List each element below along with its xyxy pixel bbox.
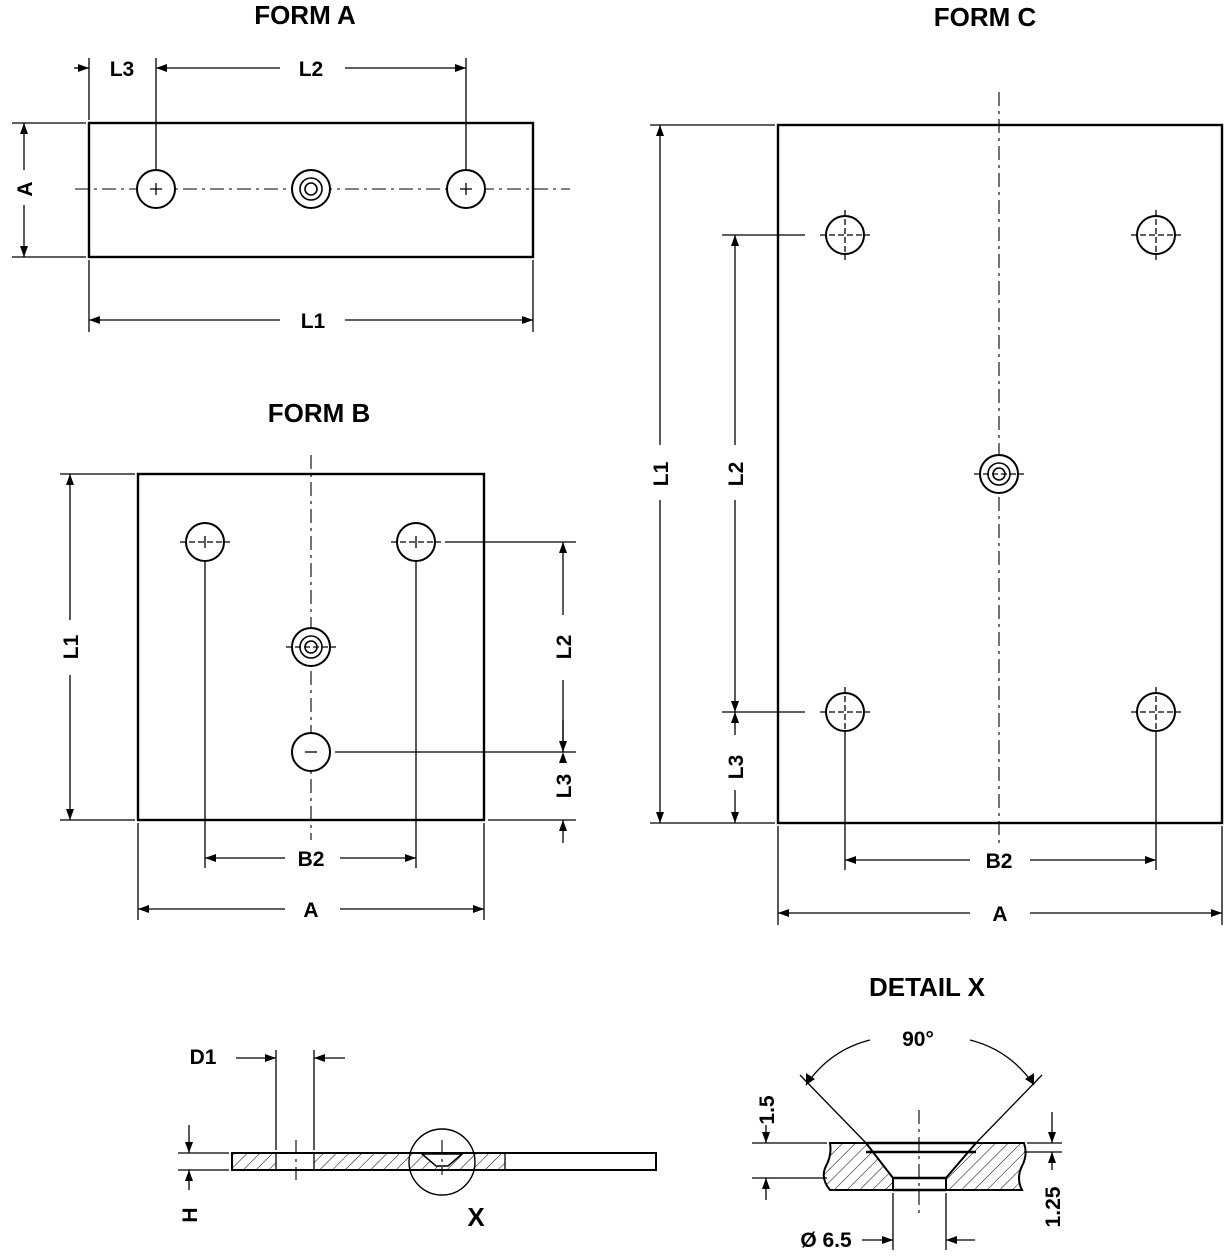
detail-x-marker-circle xyxy=(408,1128,476,1196)
form-a-hole-right xyxy=(446,169,486,209)
section-label-h: H xyxy=(179,1207,202,1222)
form-c-hole-bottom-left xyxy=(820,687,870,737)
form-c-dim-l1: L1 xyxy=(650,124,775,824)
detail-x-dim-angle: 90° xyxy=(799,1028,1043,1144)
section-label-d1: D1 xyxy=(190,1046,217,1069)
detail-x-label-depth: 1.5 xyxy=(756,1095,779,1125)
form-b-hole-top-right xyxy=(391,522,441,562)
form-a-plate-outline xyxy=(87,121,535,259)
form-a-hole-left xyxy=(136,169,176,209)
detail-x-title: DETAIL X xyxy=(869,972,986,1002)
form-c-label-a: A xyxy=(992,903,1007,926)
section-through-hole xyxy=(276,1154,314,1169)
detail-x-label-thickness: 1.25 xyxy=(1042,1186,1065,1227)
form-b: FORM B xyxy=(60,398,576,922)
form-c-title: FORM C xyxy=(934,2,1037,32)
form-a-title: FORM A xyxy=(254,0,356,30)
detail-x-right-section xyxy=(945,1142,1027,1191)
detail-x-label-diameter: Ø 6.5 xyxy=(800,1229,852,1252)
form-b-label-l1: L1 xyxy=(60,634,83,659)
form-a-dim-l3-l2: L3 L2 xyxy=(74,58,467,170)
form-c-label-l2: L2 xyxy=(725,462,748,487)
form-b-label-l2: L2 xyxy=(553,635,576,660)
form-b-label-a: A xyxy=(303,899,318,922)
form-a-label-a: A xyxy=(14,181,37,196)
form-b-title: FORM B xyxy=(268,398,371,428)
detail-x-marker-label: X xyxy=(467,1202,485,1232)
form-c-dim-a: A xyxy=(777,826,1223,926)
section-view: X D1 H xyxy=(178,1046,657,1232)
section-dim-h: H xyxy=(178,1125,229,1223)
form-c-label-b2: B2 xyxy=(986,850,1013,873)
form-c-dim-b2: B2 xyxy=(844,737,1157,873)
form-c-label-l3: L3 xyxy=(725,755,748,780)
form-b-hole-bottom xyxy=(291,732,331,772)
form-b-dim-l2-l3: L2 L3 xyxy=(335,541,576,843)
form-c-hole-bottom-right xyxy=(1131,687,1181,737)
form-a-dim-l1: L1 xyxy=(88,260,534,333)
form-b-dim-l1: L1 xyxy=(60,473,135,821)
form-b-dim-b2: B2 xyxy=(204,562,417,871)
form-c-dim-l2-l3: L2 L3 xyxy=(722,234,805,823)
form-b-countersunk-hole xyxy=(286,627,336,667)
form-b-label-l3: L3 xyxy=(553,774,576,799)
detail-x-dim-diameter: Ø 6.5 xyxy=(800,1193,975,1252)
form-a-label-l2: L2 xyxy=(299,58,324,81)
form-a-dim-a: A xyxy=(12,122,86,258)
form-b-hole-top-left xyxy=(180,522,230,562)
section-dim-d1: D1 xyxy=(190,1046,345,1150)
detail-x-label-angle: 90° xyxy=(902,1028,934,1051)
form-a-countersunk-hole xyxy=(291,169,331,209)
detail-x-left-section xyxy=(822,1142,894,1191)
form-a: FORM A L3 L2 xyxy=(12,0,570,333)
form-c-plate-outline xyxy=(776,123,1224,825)
form-b-label-b2: B2 xyxy=(298,848,325,871)
form-c-label-l1: L1 xyxy=(650,461,673,486)
detail-x-dim-thickness: 1.25 xyxy=(1024,1112,1065,1227)
detail-x: DETAIL X 90° 1.5 xyxy=(752,972,1065,1252)
form-b-dim-a: A xyxy=(137,823,485,922)
form-c-hole-top-right xyxy=(1131,210,1181,260)
form-a-label-l3: L3 xyxy=(110,58,135,81)
detail-x-dim-depth: 1.5 xyxy=(752,1095,827,1200)
form-c-hole-top-left xyxy=(820,210,870,260)
form-c-countersunk-hole xyxy=(974,454,1024,494)
form-a-label-l1: L1 xyxy=(301,310,326,333)
form-c: FORM C xyxy=(650,2,1224,926)
